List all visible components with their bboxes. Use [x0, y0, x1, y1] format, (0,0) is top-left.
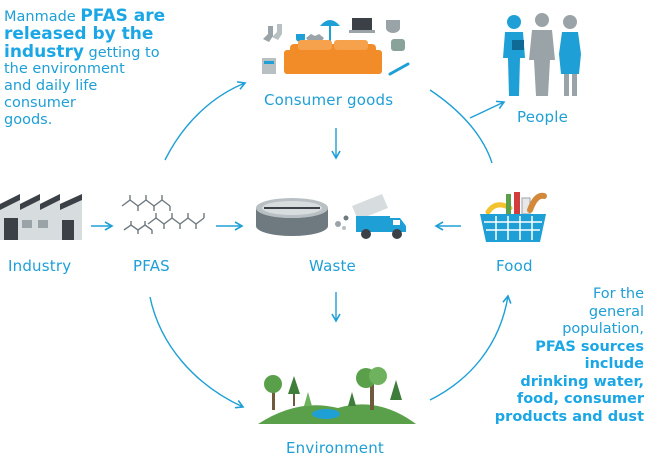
outro-bold-3: drinking water, — [520, 373, 644, 390]
intro-rest-1: getting to — [88, 44, 160, 61]
outro-line-2: general — [588, 303, 644, 320]
people-label: People — [517, 108, 569, 126]
people-icon — [503, 13, 581, 96]
pfas-molecules-icon — [121, 195, 205, 234]
arrow-branch-to-people — [469, 100, 506, 119]
intro-prefix: Manmade — [4, 9, 76, 25]
arrow-consumer-goods-to-food — [429, 89, 493, 164]
intro-text: Manmade PFAS are released by the industr… — [4, 8, 204, 129]
outro-line-1: For the — [592, 286, 644, 302]
outro-bold-5: products and dust — [494, 408, 644, 425]
intro-bold-2: released by the — [4, 23, 154, 44]
outro-bold-2: include — [584, 356, 644, 372]
consumer-goods-label: Consumer goods — [264, 91, 394, 109]
outro-text: For the general population, PFAS sources… — [464, 286, 644, 426]
intro-bold-1: PFAS are — [80, 6, 166, 26]
outro-bold-4: food, consumer — [516, 391, 644, 407]
environment-label: Environment — [286, 439, 384, 457]
pfas-label: PFAS — [133, 257, 170, 275]
food-basket-icon — [480, 192, 547, 242]
arrow-environment-to-food — [429, 294, 512, 401]
outro-line-3: population, — [562, 321, 644, 337]
industry-label: Industry — [8, 257, 72, 275]
intro-rest-5: goods. — [4, 111, 53, 128]
intro-rest-3: and daily life — [4, 78, 98, 95]
intro-rest-2: the environment — [4, 61, 125, 78]
intro-rest-4: consumer — [4, 94, 76, 111]
environment-landscape-icon — [258, 367, 416, 424]
industry-icon — [0, 194, 82, 240]
arrow-pfas-to-consumer-goods — [164, 81, 247, 161]
intro-bold-3: industry — [4, 41, 84, 62]
food-label: Food — [496, 257, 533, 275]
outro-bold-1: PFAS sources — [535, 338, 644, 355]
waste-label: Waste — [309, 257, 356, 275]
consumer-goods-icon — [262, 18, 410, 76]
waste-treatment-icon — [256, 194, 406, 239]
arrow-pfas-to-environment — [149, 296, 245, 409]
